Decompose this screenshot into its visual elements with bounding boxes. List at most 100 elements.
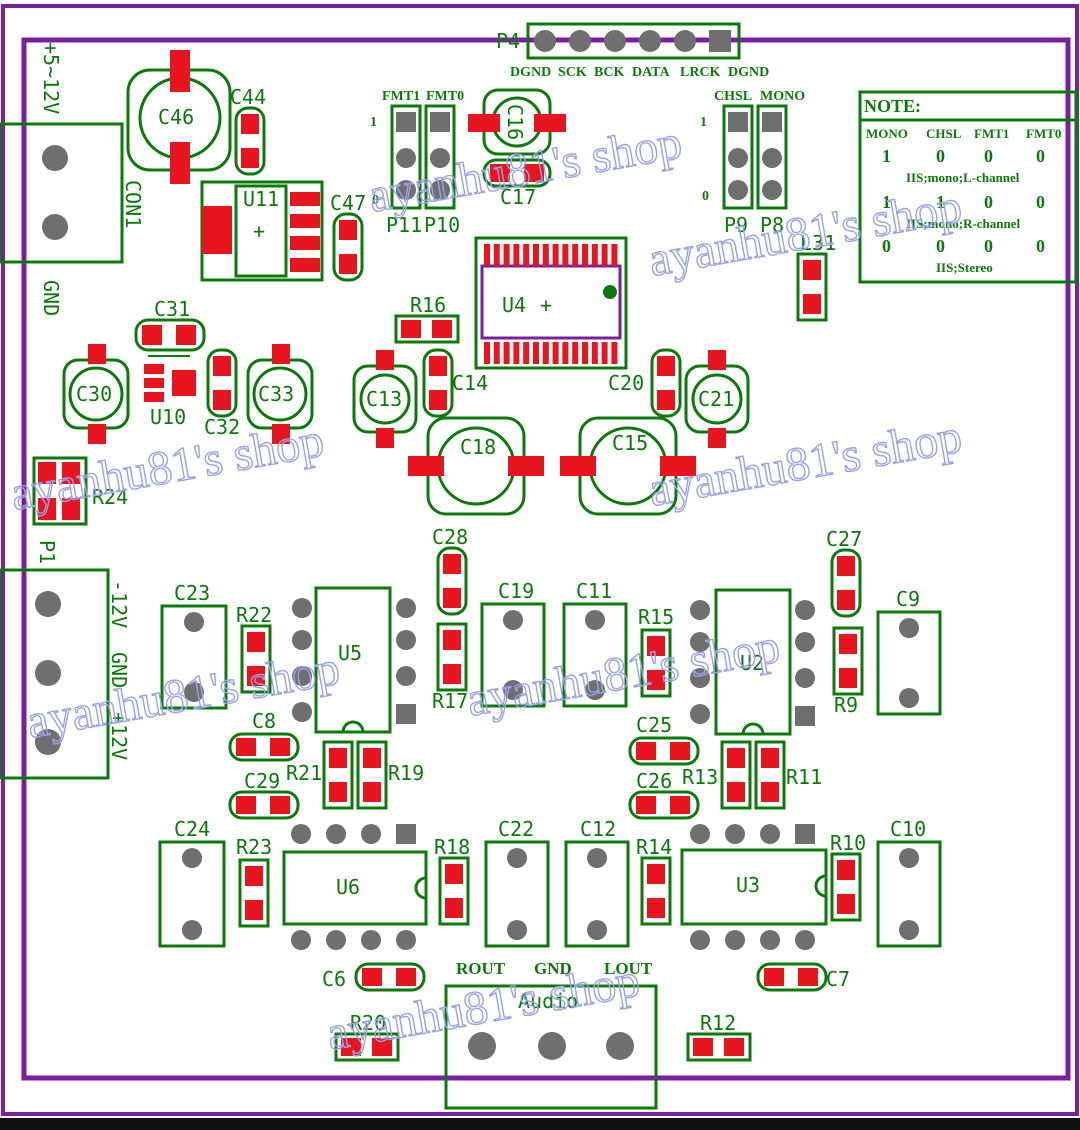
p1-connector: P1 -12V GND +12V — [0, 540, 131, 780]
u11-label: U11 — [243, 187, 279, 211]
fmt0-label: FMT0 — [426, 89, 464, 104]
cap-c6: C6 — [322, 962, 426, 992]
cap-c11: C11 — [562, 579, 628, 708]
p4-pin-dgnd-2: DGND — [728, 65, 769, 80]
supply-gnd: GND — [107, 652, 131, 688]
u4-pad-top — [533, 244, 539, 266]
chip-u3: U3 — [680, 824, 828, 950]
p4-pin-lrck: LRCK — [680, 65, 721, 80]
fmt1-label: FMT1 — [382, 89, 420, 104]
cap-c33: C33 — [246, 344, 314, 444]
svg-text:+: + — [253, 219, 265, 243]
u2-label: U2 — [740, 651, 764, 675]
note-box: NOTE: MONO CHSL FMT1 FMT0 1 0 0 0 IIS;mo… — [858, 90, 1078, 284]
cap-c44: C44 — [230, 85, 266, 176]
r20-label: R20 — [350, 1011, 386, 1035]
c25-label: C25 — [636, 713, 672, 737]
r12-label: R12 — [700, 1011, 736, 1035]
note-r1-fmt1: 0 — [984, 146, 993, 166]
r10-label: R10 — [830, 831, 866, 855]
note-h-fmt0: FMT0 — [1026, 126, 1061, 141]
u4-pad-bottom — [572, 342, 579, 364]
u4-pad-top — [601, 244, 608, 266]
u4-pad-top — [493, 244, 500, 266]
r18-label: R18 — [434, 835, 470, 859]
res-r9: R9 — [832, 626, 864, 717]
chip-u10: U10 — [144, 355, 196, 429]
note-r1-fmt0: 0 — [1036, 146, 1045, 166]
u4-pad-bottom — [542, 342, 549, 364]
note-r2-chsl: 1 — [936, 192, 945, 212]
c9-label: C9 — [896, 587, 920, 611]
cap-c18: C18 — [408, 416, 544, 516]
r22-label: R22 — [236, 603, 272, 627]
p9-label: P9 — [724, 213, 748, 237]
r23-label: R23 — [236, 835, 272, 859]
c7-label: C7 — [826, 967, 850, 991]
c30-label: C30 — [76, 382, 112, 406]
u4-pad-top — [523, 244, 530, 266]
audio-pin-lout: LOUT — [604, 959, 653, 978]
u4-pad-top — [591, 244, 598, 266]
cap-c14: C14 — [422, 348, 488, 418]
c32-label: C32 — [204, 415, 240, 439]
res-r12: R12 — [686, 1011, 752, 1062]
c20-label: C20 — [608, 371, 644, 395]
cap-c9: C9 — [876, 587, 942, 716]
header-p4: P4 DGND SCK BCK DATA LRCK DGND — [496, 22, 769, 80]
gnd-label: GND — [39, 280, 63, 316]
p4-pin-bck: BCK — [594, 65, 624, 80]
cap-c24: C24 — [158, 817, 226, 948]
p1-label: P1 — [35, 540, 59, 564]
chip-u6: U6 — [282, 824, 428, 950]
chsl-label: CHSL — [714, 89, 752, 104]
p4-pin-sck: SCK — [558, 65, 587, 80]
c31-label: C31 — [154, 297, 190, 321]
r15-label: R15 — [638, 605, 674, 629]
cap-c12: C12 — [564, 817, 630, 948]
u4-label: U4 — [502, 293, 526, 317]
p4-pin-dgnd: DGND — [510, 65, 551, 80]
u4-pad-bottom — [601, 342, 608, 364]
ch-zero: 0 — [702, 189, 709, 204]
c27-label: C27 — [826, 527, 862, 551]
u4-pad-top — [572, 244, 579, 266]
res-r11: R11 — [754, 740, 822, 810]
c21-label: C21 — [698, 387, 734, 411]
u4-pad-bottom — [591, 342, 598, 364]
cap-c25: C25 — [628, 713, 700, 766]
res-r15: R15 — [638, 605, 674, 698]
note-r1-mono: 1 — [882, 146, 891, 166]
inductor-l31: L31 — [796, 231, 836, 322]
u10-label: U10 — [150, 405, 186, 429]
c44-label: C44 — [230, 85, 266, 109]
u4-pad-bottom — [513, 342, 520, 364]
cap-c20: C20 — [608, 348, 682, 418]
mono-label: MONO — [760, 89, 805, 104]
res-r17: R17 — [432, 622, 468, 713]
cap-c27: C27 — [826, 527, 862, 618]
res-r13: R13 — [682, 740, 752, 810]
u5-label: U5 — [338, 641, 362, 665]
cap-c23: C23 — [160, 581, 228, 710]
c29-label: C29 — [244, 769, 280, 793]
c28-label: C28 — [432, 525, 468, 549]
ch-one: 1 — [700, 115, 707, 130]
res-r10: R10 — [830, 831, 866, 922]
audio-connector: ROUT GND LOUT Audio — [444, 959, 658, 1110]
note-h-fmt1: FMT1 — [974, 126, 1009, 141]
c18-label: C18 — [460, 435, 496, 459]
cap-c22: C22 — [484, 817, 550, 948]
u4-pad-top — [562, 244, 569, 266]
note-r2-mono: 1 — [882, 192, 891, 212]
cap-c26: C26 — [628, 769, 700, 820]
cap-c7: C7 — [756, 962, 850, 992]
c13-label: C13 — [366, 387, 402, 411]
c11-label: C11 — [576, 579, 612, 603]
note-r2-fmt1: 0 — [984, 192, 993, 212]
res-r16: R16 — [394, 293, 460, 344]
cap-c8: C8 — [228, 709, 300, 762]
cap-c46: C46 — [126, 50, 232, 184]
u4-pad-bottom — [533, 342, 539, 364]
